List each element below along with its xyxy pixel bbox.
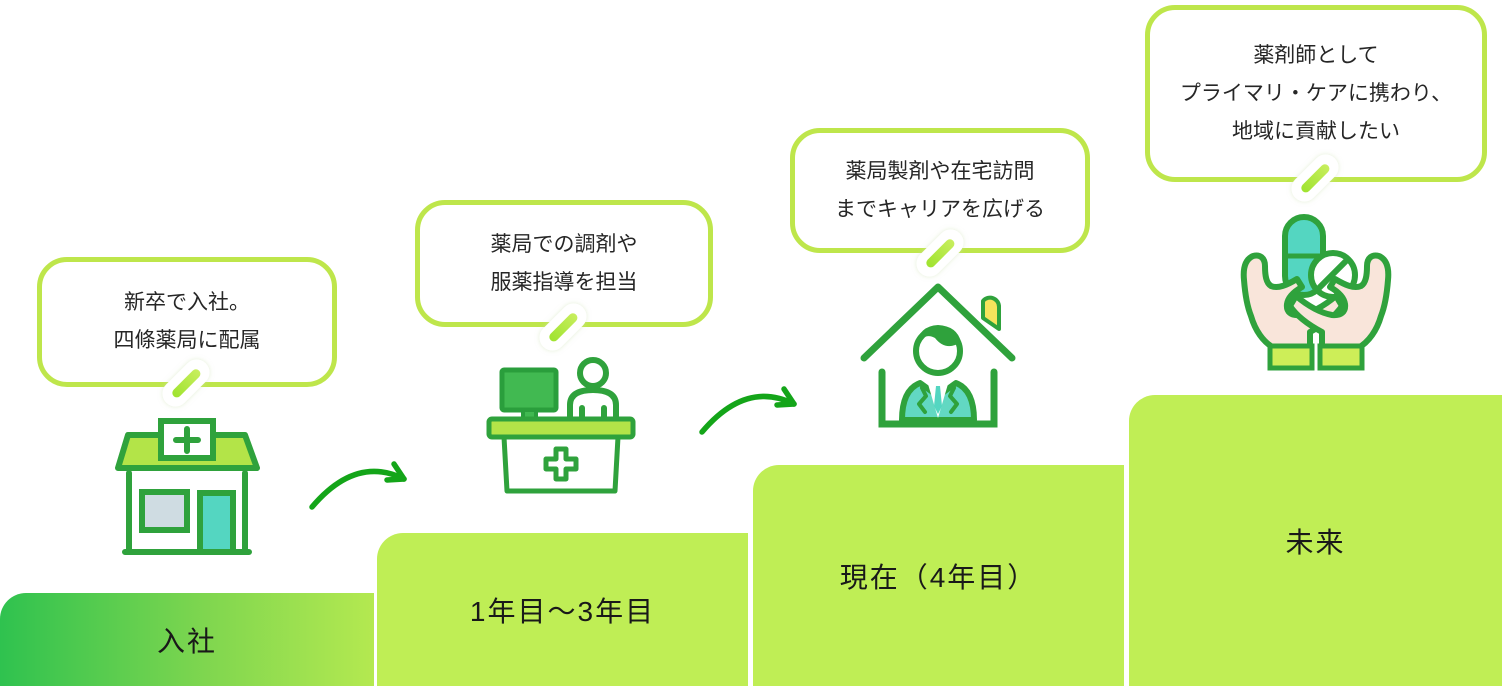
curved-arrow-icon <box>699 386 797 435</box>
bubble-text-line: 四條薬局に配属 <box>113 329 261 352</box>
bubble-text-line: 薬局製剤や在宅訪問 <box>845 159 1035 183</box>
step-bar-current: 現在（4年目） <box>753 465 1124 686</box>
bubble-text-line: 薬剤師として <box>1253 43 1379 67</box>
hands-holding-medicine-icon <box>1240 214 1392 371</box>
step-label: 1年目〜3年目 <box>469 595 656 627</box>
step-label: 現在（4年目） <box>839 561 1038 593</box>
speech-bubble-4: 薬剤師として プライマリ・ケアに携わり、 地域に貢献したい <box>1145 5 1487 182</box>
bubble-text-line: までキャリアを広げる <box>835 197 1045 221</box>
pharmacy-counter-icon <box>486 357 636 494</box>
bubble-text-line: 服薬指導を担当 <box>490 270 638 294</box>
step-bar-year1-3: 1年目〜3年目 <box>377 533 748 686</box>
house-visit-icon <box>860 283 1016 428</box>
speech-bubble-2: 薬局での調剤や 服薬指導を担当 <box>415 200 713 327</box>
step-bar-joining: 入社 <box>0 593 374 686</box>
bubble-text-line: プライマリ・ケアに携わり、 <box>1179 81 1453 105</box>
bubble-text-line: 地域に貢献したい <box>1232 119 1400 143</box>
curved-arrow-icon <box>309 461 407 510</box>
bubble-text-line: 新卒で入社。 <box>124 291 250 314</box>
pharmacy-storefront-icon <box>115 418 260 555</box>
step-bar-future: 未来 <box>1129 395 1502 686</box>
speech-bubble-3: 薬局製剤や在宅訪問 までキャリアを広げる <box>790 128 1090 253</box>
bubble-text-line: 薬局での調剤や <box>490 232 638 256</box>
step-label: 未来 <box>1285 526 1346 558</box>
step-label: 入社 <box>156 625 217 657</box>
